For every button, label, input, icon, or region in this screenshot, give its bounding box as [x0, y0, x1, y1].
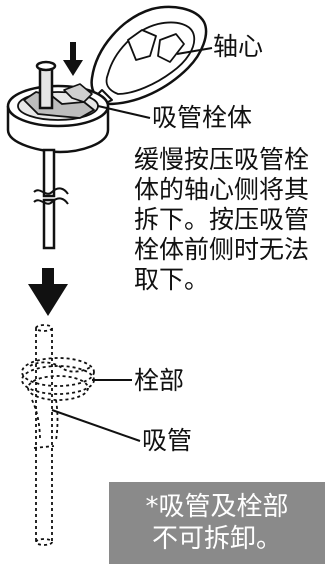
label-straw-plug-body: 吸管栓体	[152, 103, 253, 132]
straw-leader-line	[51, 409, 141, 442]
straw-tube	[42, 148, 56, 250]
down-arrow-icon	[63, 42, 83, 76]
shaft-stub	[35, 60, 57, 110]
label-straw: 吸管	[142, 426, 193, 455]
removed-straw-assembly	[21, 324, 95, 546]
shaft-leader-line	[176, 47, 213, 55]
instruction-line: 拆下。按压吸管	[134, 205, 310, 234]
flip-lid	[90, 5, 208, 106]
instruction-line: 取下。	[134, 265, 210, 294]
note-box: *吸管及栓部 不可拆卸。	[109, 482, 325, 564]
note-line: *吸管及栓部	[145, 492, 289, 522]
straw-break-mark	[33, 187, 69, 205]
plug-body-leader-line	[97, 105, 151, 119]
instruction-line: 栓体前侧时无法	[134, 235, 310, 264]
big-down-arrow-icon	[28, 268, 68, 316]
label-plug-part: 栓部	[134, 366, 185, 395]
instruction-text: 缓慢按压吸管栓 体的轴心侧将其 拆下。按压吸管 栓体前侧时无法 取下。	[134, 145, 322, 295]
instruction-line: 缓慢按压吸管栓	[134, 145, 310, 174]
note-line: 不可拆卸。	[151, 524, 282, 554]
instruction-line: 体的轴心侧将其	[134, 175, 310, 204]
straw-plug-body	[6, 83, 110, 154]
label-shaft: 轴心	[213, 32, 264, 61]
